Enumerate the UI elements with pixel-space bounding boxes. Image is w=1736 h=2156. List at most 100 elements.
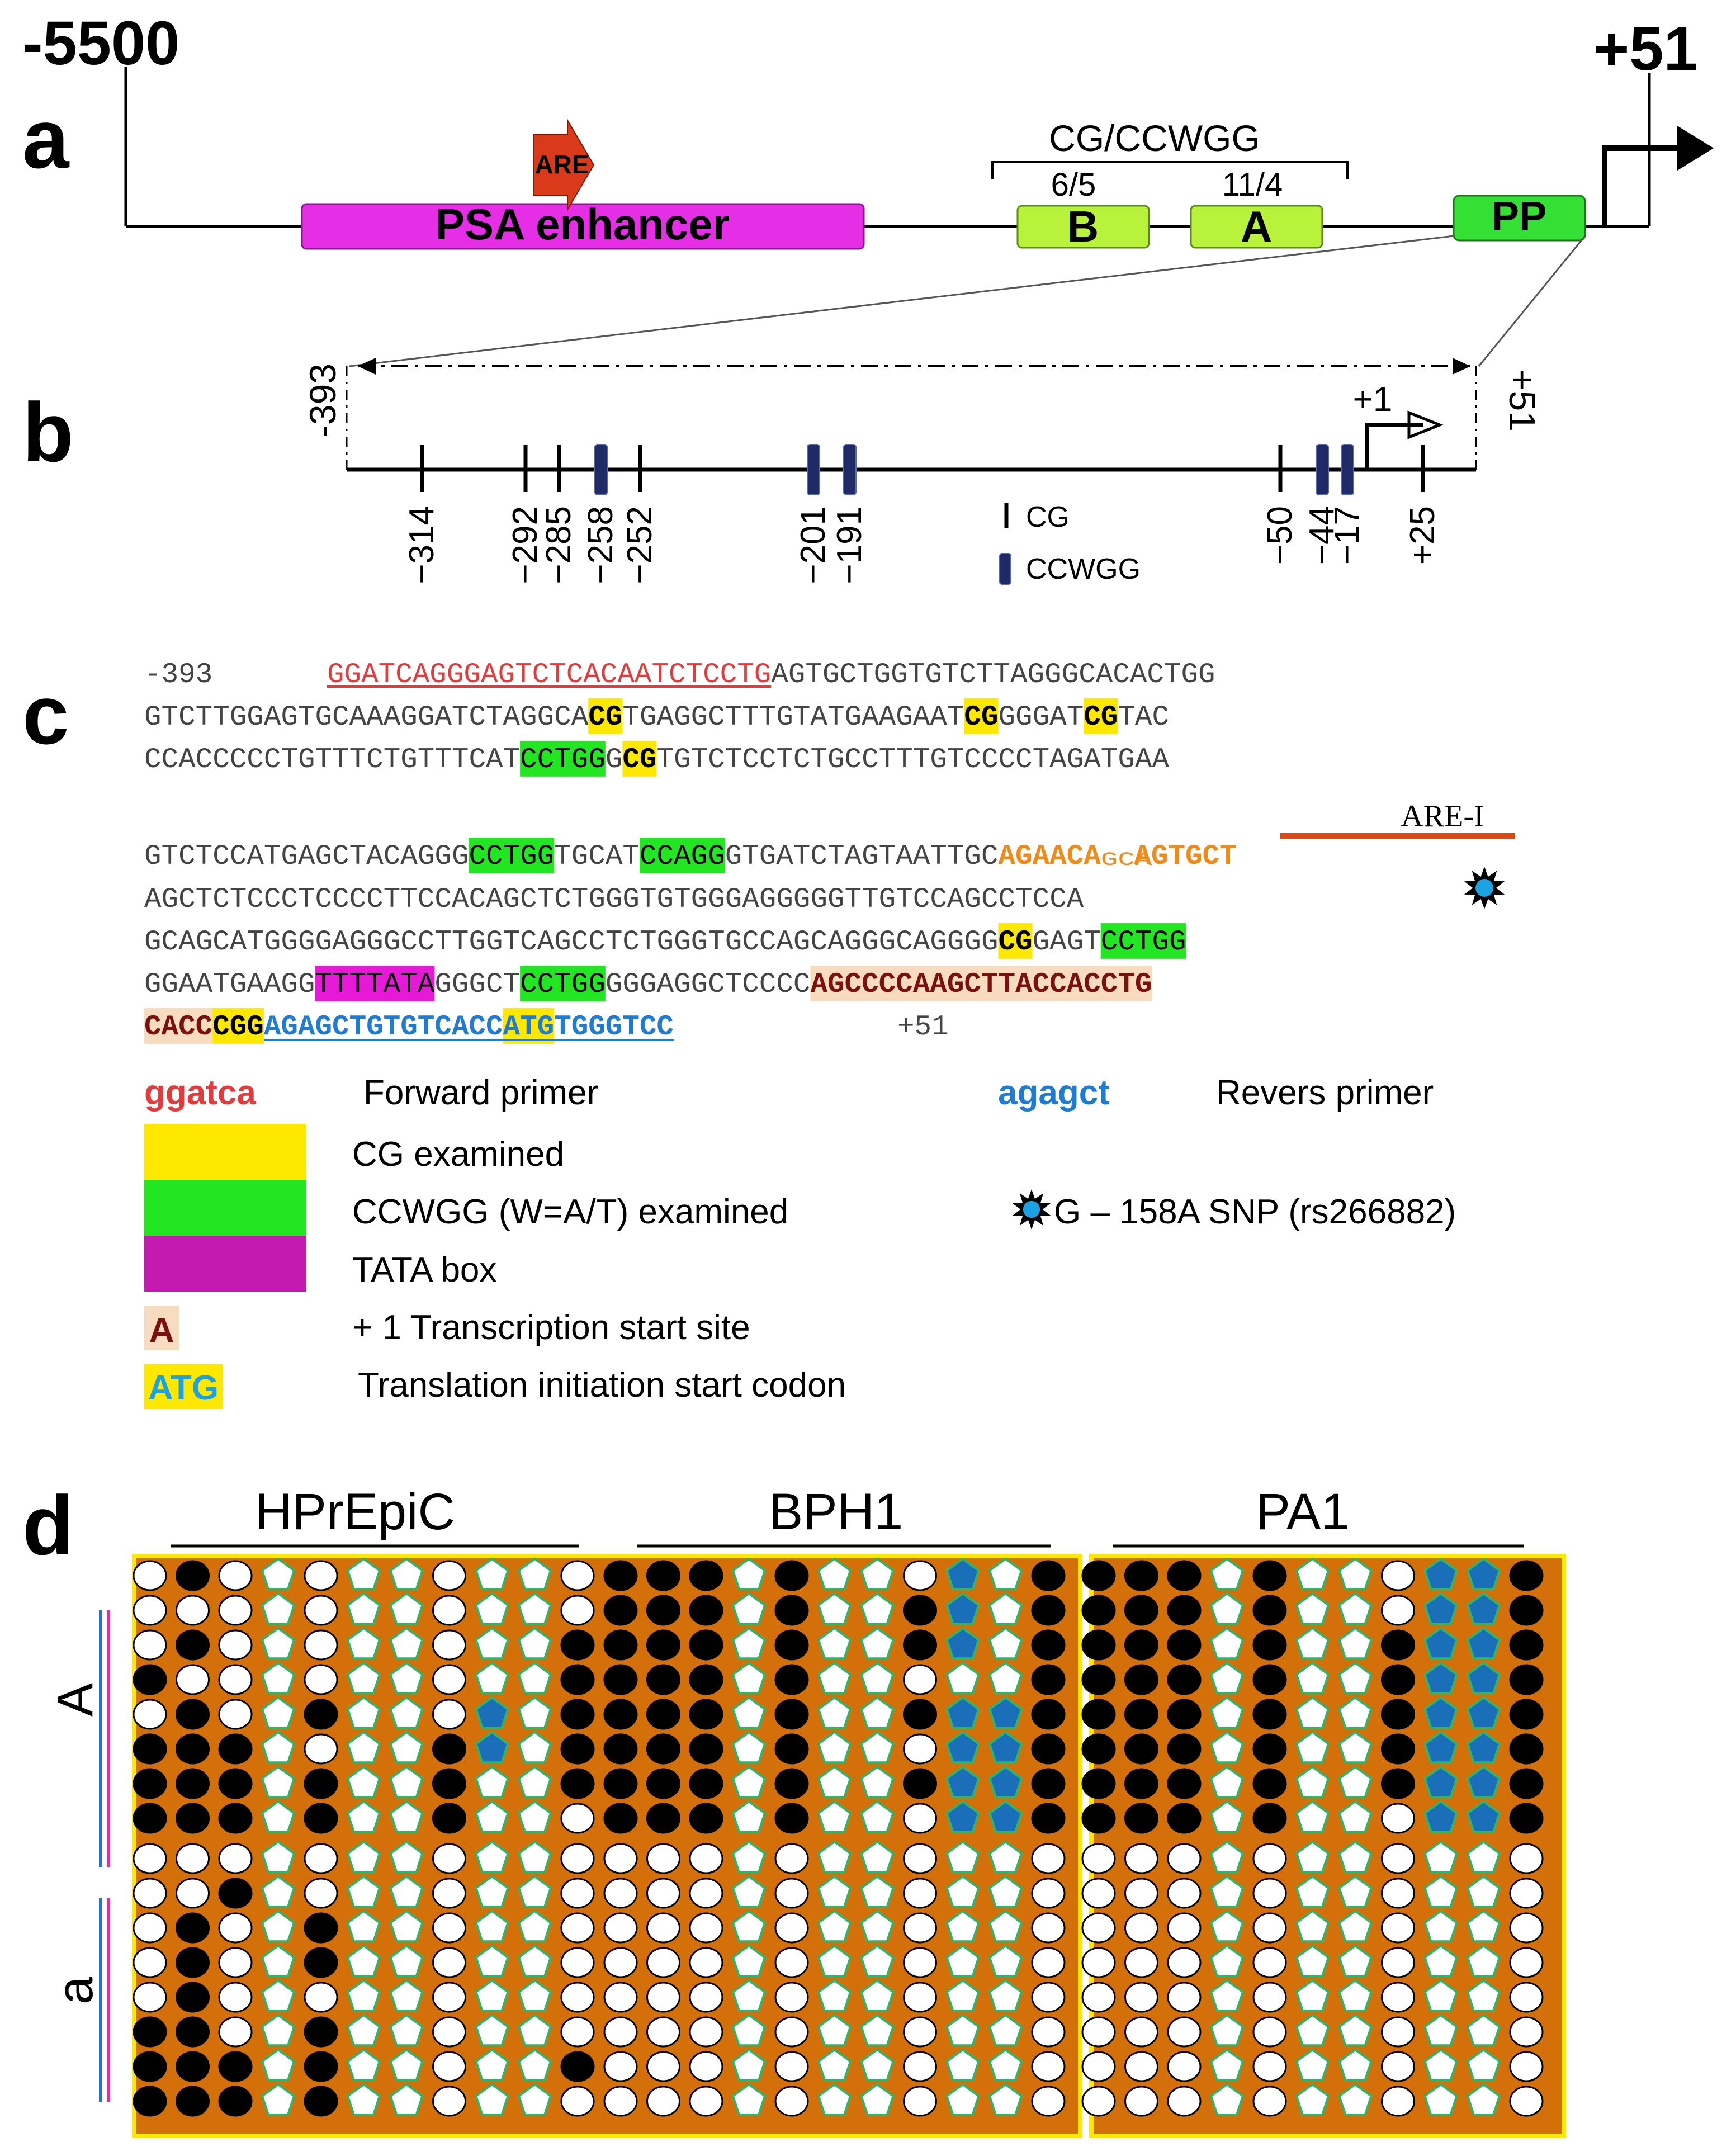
cg-methylated-circle — [1124, 1664, 1158, 1695]
are1-label: ARE-I — [1401, 799, 1484, 834]
cg-unmethylated-circle — [646, 2086, 680, 2117]
ccwgg-unmethylated-pentagon — [1209, 2013, 1245, 2047]
cg-unmethylated-circle — [1167, 2016, 1202, 2048]
legend-forward-primer-sample: ggatca — [144, 1074, 256, 1112]
site-position-label: −44 — [1303, 506, 1341, 565]
ccwgg-unmethylated-pentagon — [346, 1765, 381, 1799]
ccwgg-unmethylated-pentagon — [475, 2048, 509, 2082]
ccwgg-site-text: CCAGG — [640, 841, 725, 873]
cg-methylated-circle — [1509, 1803, 1544, 1834]
cg-unmethylated-circle — [133, 1699, 167, 1730]
cg-methylated-circle — [1031, 1560, 1066, 1591]
cg-methylated-circle — [689, 1733, 723, 1765]
atg-highlight — [503, 1008, 555, 1044]
ccwgg-unmethylated-pentagon — [860, 1875, 895, 1908]
cg-unmethylated-circle — [1081, 2051, 1116, 2082]
ccwgg-unmethylated-pentagon — [945, 2013, 980, 2047]
cg-methylated-circle — [603, 1629, 638, 1661]
cg-unmethylated-circle — [1509, 1912, 1544, 1944]
ccwgg-methylated-pentagon — [1466, 1765, 1501, 1799]
legend-reverse-primer-label: Revers primer — [1216, 1074, 1434, 1112]
sequence-segment: G — [606, 744, 623, 776]
cg-methylated-circle — [646, 1733, 680, 1765]
cg-methylated-circle — [218, 1878, 253, 1909]
cg-unmethylated-circle — [689, 1982, 723, 2013]
panel-b-tss-label: +1 — [1353, 380, 1393, 419]
cg-unmethylated-circle — [1167, 1912, 1202, 1944]
ccwgg-unmethylated-pentagon — [346, 1800, 381, 1833]
ccwgg-unmethylated-pentagon — [1338, 1627, 1373, 1660]
panel-a-label: a — [22, 92, 70, 186]
cg-unmethylated-circle — [774, 2086, 809, 2117]
sequence-segment: AGCTCTCCCTCCCCTTCCACAGCTCTGGGTGTGGGAGGGG… — [144, 884, 1084, 916]
cg-unmethylated-circle — [218, 1843, 253, 1874]
cg-methylated-circle — [176, 1768, 210, 1799]
cg-unmethylated-circle — [1252, 1982, 1287, 2013]
ccwgg-unmethylated-pentagon — [389, 1800, 424, 1833]
cg-methylated-circle — [646, 1629, 680, 1661]
cg-methylated-circle — [903, 1768, 937, 1799]
cg-unmethylated-circle — [1167, 1843, 1202, 1874]
cg-unmethylated-circle — [1031, 1843, 1066, 1874]
ccwgg-unmethylated-pentagon — [945, 2048, 980, 2082]
cg-methylated-circle — [1252, 1733, 1287, 1765]
legend-tata-label: TATA box — [352, 1251, 496, 1289]
cg-unmethylated-circle — [689, 2086, 723, 2117]
cg-unmethylated-circle — [176, 1595, 210, 1626]
ccwgg-methylated-pentagon — [988, 1731, 1023, 1764]
ccwgg-methylated-pentagon — [988, 1696, 1023, 1729]
ccwgg-unmethylated-pentagon — [1338, 1696, 1373, 1729]
cg-methylated-circle — [1167, 1629, 1202, 1661]
ccwgg-unmethylated-pentagon — [817, 1557, 852, 1591]
cg-methylated-circle — [133, 2016, 167, 2048]
ccwgg-unmethylated-pentagon — [346, 1909, 381, 1943]
ccwgg-unmethylated-pentagon — [1209, 1557, 1245, 1591]
cg-methylated-circle — [218, 2086, 253, 2117]
ccwgg-unmethylated-pentagon — [817, 1696, 852, 1729]
cg-methylated-circle — [603, 1595, 638, 1626]
ccwgg-unmethylated-pentagon — [1209, 1696, 1245, 1729]
cg-methylated-circle — [646, 1699, 680, 1730]
region-b-ratio: 6/5 — [1051, 167, 1096, 203]
ccwgg-unmethylated-pentagon — [817, 1765, 852, 1799]
cg-unmethylated-circle — [1031, 1912, 1066, 1944]
ccwgg-unmethylated-pentagon — [731, 1661, 767, 1695]
ccwgg-unmethylated-pentagon — [817, 1944, 852, 1978]
legend-ccwgg-examined-label: CCWGG (W=A/T) examined — [352, 1193, 788, 1231]
cg-unmethylated-circle — [603, 1843, 638, 1874]
ccwgg-unmethylated-pentagon — [817, 1592, 852, 1625]
cg-methylated-circle — [133, 1733, 167, 1765]
ccwgg-methylated-pentagon — [1423, 1627, 1458, 1660]
ccwgg-methylated-pentagon — [945, 1627, 980, 1660]
cg-methylated-circle — [432, 1768, 466, 1799]
cg-methylated-circle — [304, 1803, 338, 1834]
cg-unmethylated-circle — [603, 2051, 638, 2082]
cg-unmethylated-circle — [304, 1595, 338, 1626]
ccwgg-unmethylated-pentagon — [860, 1731, 895, 1764]
cg-methylated-circle — [646, 1803, 680, 1834]
cg-methylated-circle — [1381, 1733, 1415, 1765]
cg-site-text: CG — [1084, 702, 1118, 734]
ccwgg-unmethylated-pentagon — [389, 1909, 424, 1943]
ccwgg-unmethylated-pentagon — [1295, 1731, 1330, 1764]
cg-unmethylated-circle — [432, 1629, 466, 1661]
ccwgg-unmethylated-pentagon — [1423, 2048, 1458, 2082]
ccwgg-unmethylated-pentagon — [1209, 1979, 1245, 2012]
sequence-segment: TGAGGCTTTGTATGAAGAAT — [622, 702, 964, 734]
ccwgg-unmethylated-pentagon — [475, 1592, 509, 1625]
are-label: ARE — [534, 150, 589, 179]
cg-unmethylated-circle — [1381, 2051, 1415, 2082]
cg-unmethylated-circle — [646, 2016, 680, 2048]
ccwgg-unmethylated-pentagon — [1295, 1627, 1330, 1660]
cg-methylated-circle — [646, 1595, 680, 1626]
cg-methylated-circle — [1167, 1595, 1202, 1626]
ccwgg-unmethylated-pentagon — [1423, 1979, 1458, 2012]
ccwgg-site-text: CCTGG — [520, 744, 606, 776]
ccwgg-unmethylated-pentagon — [731, 1840, 767, 1874]
cg-methylated-circle — [1509, 1699, 1544, 1730]
are1-sequence-spacer: GCA — [1101, 850, 1153, 871]
legend-snp-star-icon — [1012, 1189, 1051, 1230]
ccwgg-unmethylated-pentagon — [1209, 1944, 1245, 1978]
ccwgg-highlight — [520, 741, 606, 777]
cg-methylated-circle — [1124, 1560, 1158, 1591]
